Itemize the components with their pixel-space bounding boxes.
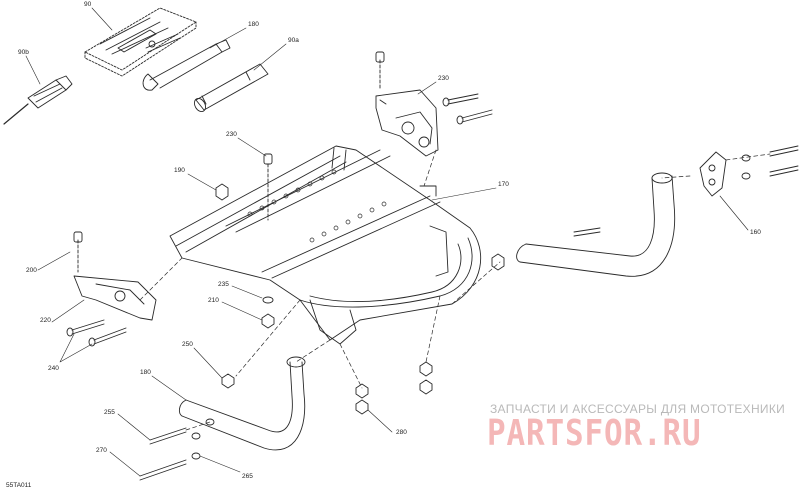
callout-180-handle: 180 — [140, 369, 151, 376]
callout-280: 280 — [396, 429, 407, 436]
callout-255: 255 — [104, 409, 115, 416]
callout-90b: 90b — [18, 49, 29, 56]
callout-240: 240 — [48, 365, 59, 372]
callout-90: 90 — [84, 1, 92, 8]
main-rack-frame — [169, 145, 482, 345]
callout-200: 200 — [26, 267, 37, 274]
assembly-lines — [139, 149, 771, 431]
left-bolts — [66, 319, 127, 347]
watermark-brand: PARTSFOR.RU — [487, 413, 702, 454]
tool-kit-bag — [84, 7, 197, 77]
callout-160: 160 — [750, 229, 761, 236]
callout-270: 270 — [96, 447, 107, 454]
leader-lines — [25, 7, 749, 477]
screwdriver — [3, 75, 73, 125]
callout-190: 190 — [174, 167, 185, 174]
callout-265: 265 — [242, 473, 253, 480]
diagram-code: 55TA011 — [6, 482, 32, 489]
upper-bracket — [375, 89, 439, 157]
callout-230-center: 230 — [226, 131, 237, 138]
right-tab-plate — [699, 151, 727, 197]
callout-235: 235 — [218, 281, 229, 288]
left-handle-tube — [178, 356, 306, 451]
upper-bolts — [442, 93, 493, 125]
callout-90a: 90a — [288, 37, 299, 44]
callout-220: 220 — [40, 317, 51, 324]
left-bracket — [73, 275, 157, 321]
watermark-tagline: ЗАПЧАСТИ И АКСЕССУАРЫ ДЛЯ МОТОТЕХНИКИ — [490, 402, 786, 416]
callout-230-upper: 230 — [438, 75, 449, 82]
frame-holes — [247, 169, 387, 243]
callout-180-wrench: 180 — [248, 21, 259, 28]
callout-250: 250 — [182, 341, 193, 348]
callout-210: 210 — [208, 297, 219, 304]
callout-170: 170 — [498, 181, 509, 188]
right-handle-tube — [516, 172, 676, 277]
spark-plug-socket — [193, 63, 269, 113]
